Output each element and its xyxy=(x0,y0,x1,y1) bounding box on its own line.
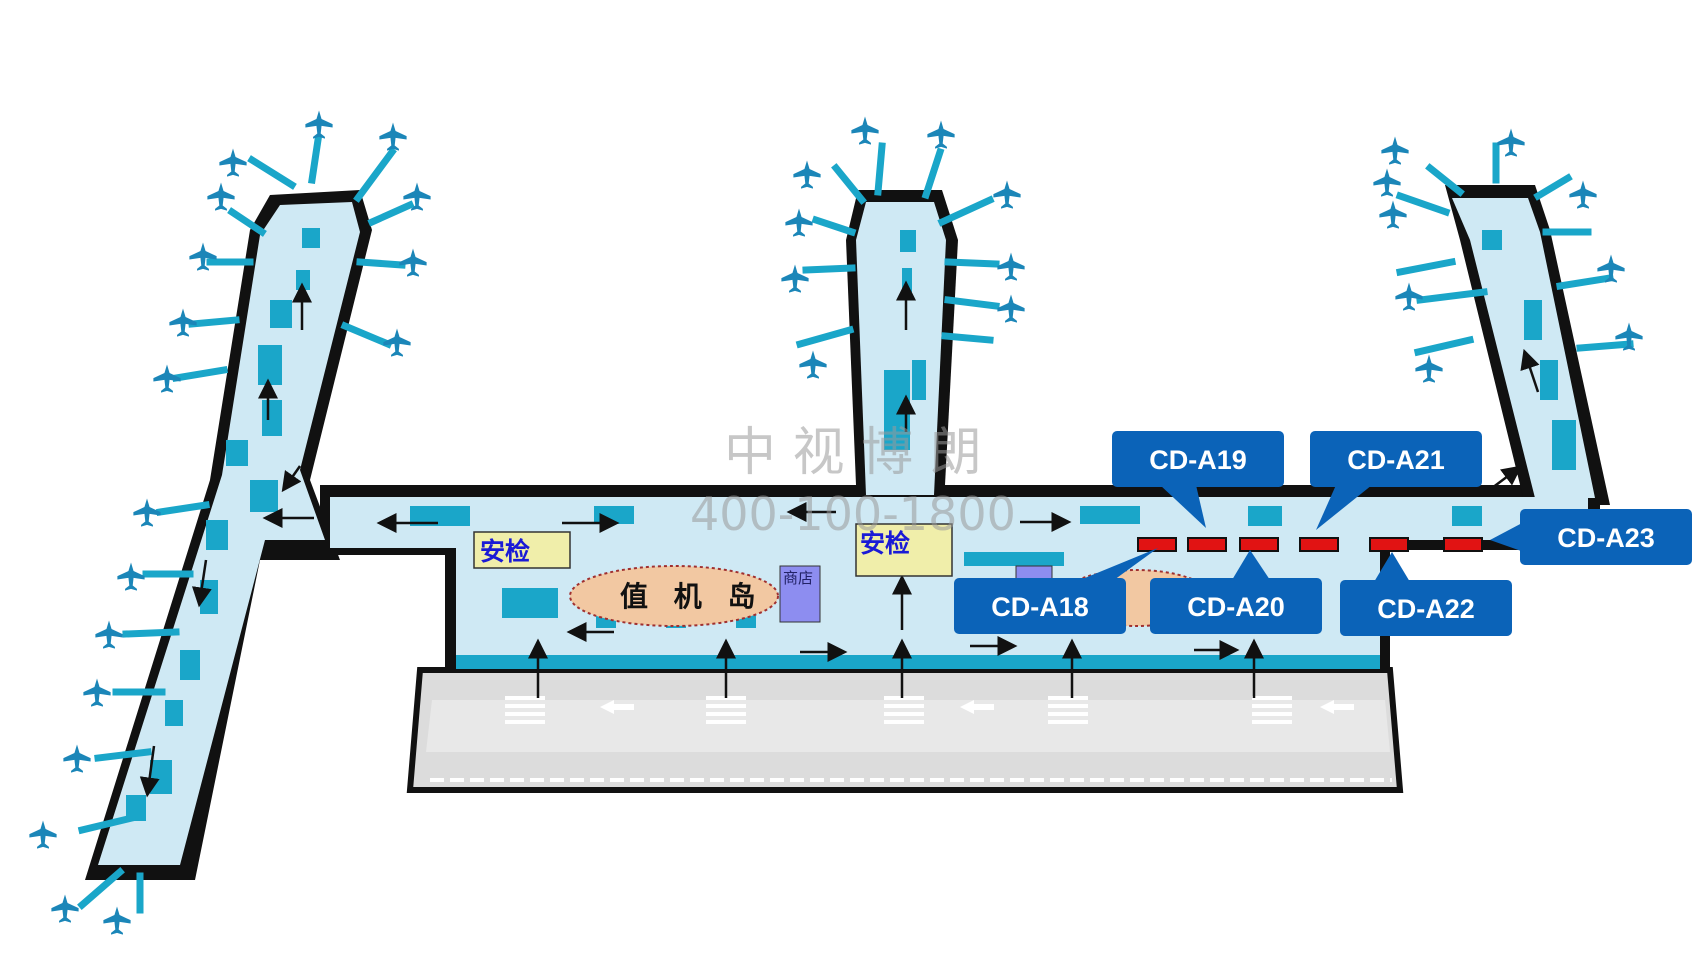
ad-spot-label: CD-A22 xyxy=(1377,594,1475,624)
road xyxy=(406,667,1404,793)
airplane-icon xyxy=(219,148,247,177)
airplane-icon xyxy=(51,894,79,923)
ad-spot-cd-a19[interactable]: CD-A19 xyxy=(1112,431,1284,528)
ad-marker xyxy=(1369,537,1409,552)
airplane-icon xyxy=(153,364,181,393)
airplane-icon xyxy=(1497,128,1525,157)
ad-marker xyxy=(1239,537,1279,552)
airplane-icon xyxy=(1395,282,1423,311)
ad-spot-label: CD-A23 xyxy=(1557,523,1655,553)
shop: 商店 xyxy=(779,565,821,623)
ad-spot-cd-a21[interactable]: CD-A21 xyxy=(1310,431,1482,530)
ad-spot-label: CD-A20 xyxy=(1187,592,1285,622)
road-direction-arrows xyxy=(600,700,1354,714)
airplane-icon xyxy=(169,308,197,337)
airplane-icon xyxy=(997,252,1025,281)
airplane-icon xyxy=(207,182,235,211)
airplane-icon xyxy=(1381,136,1409,165)
airplane-icon xyxy=(993,180,1021,209)
ad-spot-label: CD-A18 xyxy=(991,592,1089,622)
airplane-icon xyxy=(95,620,123,649)
ad-markers xyxy=(1137,537,1483,552)
crosswalks xyxy=(505,696,1292,724)
ad-spot-label: CD-A19 xyxy=(1149,445,1247,475)
jet-bridges xyxy=(77,136,1634,914)
airplane-icon xyxy=(927,120,955,149)
watermark-phone: 400-100-1800 xyxy=(690,487,1016,541)
ad-spot-label: CD-A21 xyxy=(1347,445,1445,475)
airplane-icon xyxy=(383,328,411,357)
airplane-icon xyxy=(1373,168,1401,197)
security-label: 安检 xyxy=(480,537,530,566)
airplane-icon xyxy=(793,160,821,189)
arrow-icon xyxy=(139,745,160,798)
airplane-icon xyxy=(1415,354,1443,383)
airplane-icon xyxy=(1569,180,1597,209)
airplane-icon xyxy=(305,110,333,139)
ad-spot-cd-a20[interactable]: CD-A20 xyxy=(1150,550,1322,634)
ad-spot-cd-a22[interactable]: CD-A22 xyxy=(1340,552,1512,636)
airplane-icon xyxy=(189,242,217,271)
security-checkpoint-left: 安检 xyxy=(473,531,571,569)
airplane-icon xyxy=(63,744,91,773)
ad-marker xyxy=(1137,537,1177,552)
arrow-icon xyxy=(281,465,302,493)
airplane-icon xyxy=(379,122,407,151)
checkin-island-label: 值 机 岛 xyxy=(620,580,764,613)
security-label: 安检 xyxy=(860,529,910,558)
airplane-icon xyxy=(103,906,131,935)
airplane-icon xyxy=(29,820,57,849)
airplane-icon xyxy=(785,208,813,237)
airplane-icon xyxy=(399,248,427,277)
airplane-icon xyxy=(117,562,145,591)
ad-marker xyxy=(1299,537,1339,552)
airplane-icon xyxy=(1379,200,1407,229)
checkin-island: 值 机 岛 xyxy=(569,565,779,627)
watermark: 中 视 博 朗 400-100-1800 xyxy=(690,423,1016,541)
curbside-band xyxy=(456,655,1380,669)
arrow-icon xyxy=(1520,348,1540,393)
ad-spot-cd-a18[interactable]: CD-A18 xyxy=(954,548,1158,634)
airplane-icon xyxy=(851,116,879,145)
ad-spot-cd-a23[interactable]: CD-A23 xyxy=(1490,509,1692,565)
ad-marker xyxy=(1187,537,1227,552)
airplane-icon xyxy=(83,678,111,707)
airplane-icon xyxy=(997,294,1025,323)
airplane-icon xyxy=(133,498,161,527)
walking-arrows xyxy=(139,280,1540,798)
ad-marker xyxy=(1443,537,1483,552)
airplane-icon xyxy=(799,350,827,379)
arrow-icon xyxy=(1491,465,1522,489)
shop-label: 商店 xyxy=(783,569,813,587)
arrow-icon xyxy=(191,559,212,608)
security-checkpoint-center: 安检 xyxy=(855,523,953,577)
watermark-company: 中 视 博 朗 xyxy=(724,423,982,483)
